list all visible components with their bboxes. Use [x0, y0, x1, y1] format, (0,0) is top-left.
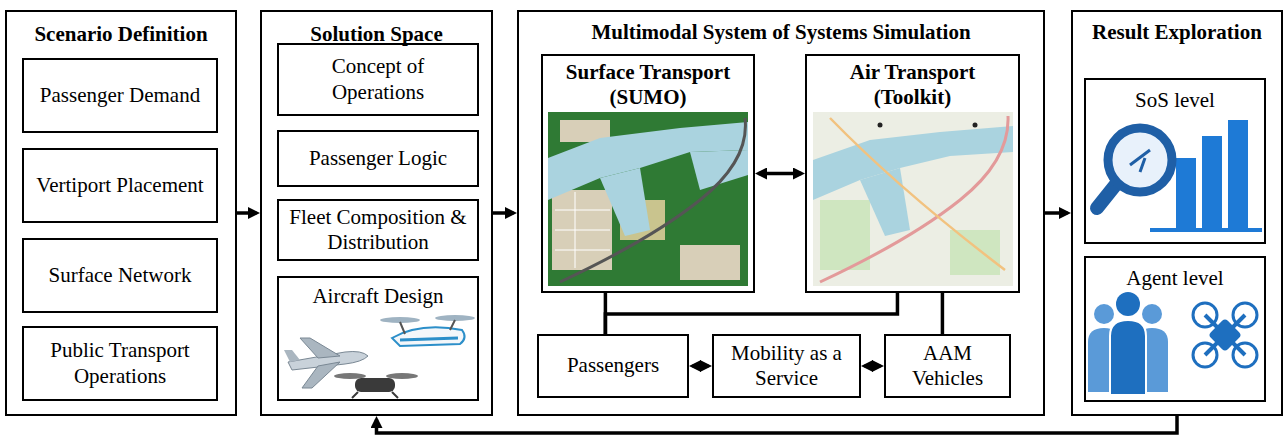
box-label: Surface Network [49, 263, 192, 288]
sos-icon-part [1097, 183, 1117, 208]
box-label: AAM Vehicles [892, 341, 1003, 391]
box-label: Mobility as a Service [720, 341, 853, 391]
agent-icon-part [1110, 320, 1146, 395]
aircraft-illustration-part [400, 338, 458, 340]
air-map-part [820, 116, 1008, 282]
option-box: Aircraft Design [277, 276, 479, 401]
aircraft-illustration-part [300, 338, 340, 358]
air-map-part [973, 123, 978, 128]
box-label: Concept of Operations [285, 54, 471, 104]
box-heading: Air Transport (Toolkit) [813, 60, 1012, 110]
input-box: Passenger Demand [22, 58, 218, 133]
aircraft-illustration-part [284, 350, 300, 362]
air-map-part [950, 230, 1000, 275]
box-label: Aircraft Design [312, 284, 443, 309]
option-box: Concept of Operations [277, 43, 479, 116]
stage-panel: Result ExplorationSoS levelAgent level [1071, 10, 1283, 416]
agent-icon-part [1233, 343, 1257, 367]
agent-box: Passengers [537, 334, 689, 398]
sos-icon [1097, 120, 1262, 230]
surface-map-part [680, 245, 740, 280]
air-map-part [860, 168, 910, 236]
flow-arrow [605, 293, 897, 334]
agent-icon-part [1205, 315, 1245, 355]
box-label: Public Transport Operations [30, 338, 210, 388]
flow-arrow [759, 172, 802, 176]
sos-icon-part [1202, 136, 1222, 228]
flow-arrow [493, 211, 513, 215]
agent-icon-part [1233, 303, 1257, 327]
input-box: Vertiport Placement [22, 148, 218, 223]
box-heading: Surface Transport (SUMO) [549, 60, 747, 110]
map-box: Air Transport (Toolkit) [805, 54, 1020, 293]
air-map-part [813, 126, 1013, 200]
flow-arrow [865, 364, 881, 368]
flow-arrow [237, 211, 256, 215]
aircraft-illustration-part [352, 392, 398, 398]
box-label: Vertiport Placement [36, 173, 203, 198]
option-box: Passenger Logic [277, 130, 479, 187]
aircraft-illustration-part [355, 378, 395, 392]
surface-map-part [600, 168, 650, 236]
stage-panel: Scenario DefinitionPassenger DemandVerti… [5, 10, 237, 416]
sos-icon-part [1108, 128, 1172, 192]
stage-panel: Multimodal System of Systems SimulationS… [517, 10, 1045, 416]
sos-icon-part [1130, 150, 1150, 172]
agent-icon-part [1142, 304, 1162, 324]
box-label: SoS level [1135, 88, 1215, 113]
agent-icon-part [1193, 343, 1217, 367]
air-map-part [878, 123, 883, 128]
input-box: Public Transport Operations [22, 326, 218, 401]
option-box: Fleet Composition & Distribution [277, 199, 479, 261]
flow-arrow [693, 364, 709, 368]
sos-icon-part [1150, 228, 1262, 232]
air-map-part [813, 112, 1013, 286]
box-label: Passenger Logic [309, 146, 447, 171]
agent-icon [1088, 292, 1257, 395]
box-heading: Result Exploration [1092, 20, 1262, 45]
sos-icon-part [1228, 120, 1248, 228]
sos-icon-part [1176, 158, 1196, 228]
agent-icon-part [1094, 304, 1114, 324]
aircraft-illustration-part [302, 362, 340, 388]
map-box: Surface Transport (SUMO) [541, 54, 755, 293]
surface-map-part [548, 122, 748, 200]
box-heading: Scenario Definition [34, 22, 207, 47]
input-box: Surface Network [22, 238, 218, 313]
air-map-part [830, 118, 1005, 270]
aircraft-illustration-part [400, 320, 455, 334]
flow-arrow [941, 293, 945, 334]
flow-arrow [1045, 211, 1067, 215]
box-label: Agent level [1126, 266, 1223, 291]
agent-icon-part [1208, 318, 1242, 352]
agent-box: AAM Vehicles [884, 334, 1011, 398]
agent-icon-part [1193, 303, 1217, 327]
aircraft-illustration [284, 315, 475, 398]
air-map [813, 112, 1013, 286]
surface-map-part [555, 192, 610, 268]
box-label: Fleet Composition & Distribution [285, 205, 471, 255]
agent-icon-part [1116, 292, 1140, 316]
surface-map [548, 112, 748, 286]
box-heading: Multimodal System of Systems Simulation [591, 20, 970, 45]
surface-map-part [548, 112, 748, 286]
surface-map-part [552, 190, 612, 270]
box-label: Passenger Demand [40, 83, 200, 108]
aircraft-illustration-part [386, 373, 418, 379]
flow-arrow [377, 416, 1178, 433]
result-box: Agent level [1084, 256, 1266, 402]
box-label: Passengers [567, 353, 659, 378]
result-box: SoS level [1084, 78, 1266, 244]
surface-map-part [560, 118, 745, 282]
stage-panel: Solution SpaceConcept of OperationsPasse… [260, 10, 493, 416]
aircraft-illustration-part [334, 373, 366, 379]
agent-box: Mobility as a Service [712, 334, 861, 398]
